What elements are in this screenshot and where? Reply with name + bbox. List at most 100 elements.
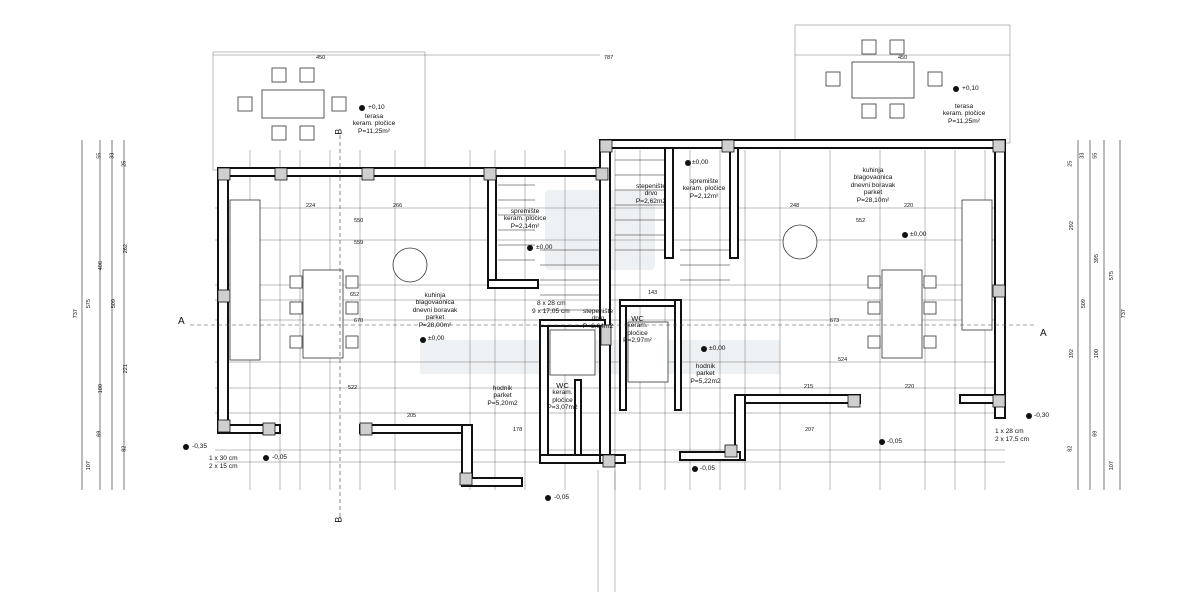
room-area: P=2,97m² bbox=[623, 337, 652, 345]
room-area: P=5,22m2 bbox=[690, 377, 721, 385]
right-dim: 100 bbox=[1093, 349, 1100, 359]
inner-dim: 559 bbox=[354, 240, 364, 246]
room-floor: keram. pločice bbox=[682, 185, 726, 193]
inner-dim: 205 bbox=[407, 413, 417, 419]
left-dim: 107 bbox=[85, 461, 92, 471]
left-dim: 262 bbox=[122, 244, 129, 254]
level-label: -0,05 bbox=[887, 438, 903, 445]
section-mark-a-left: A bbox=[178, 316, 185, 327]
room-label-hall-left: hodnik parket P=5,20m2 bbox=[480, 385, 525, 407]
inner-dim: 207 bbox=[805, 427, 815, 433]
room-floor-2: pločice bbox=[552, 396, 573, 404]
inner-dim: 220 bbox=[905, 384, 915, 390]
room-name: hodnik bbox=[492, 385, 513, 392]
right-dim: 509 bbox=[1080, 299, 1087, 309]
left-dim: 406 bbox=[97, 261, 104, 271]
room-name: terasa bbox=[954, 103, 974, 110]
level-label: ±0,00 bbox=[536, 244, 553, 251]
room-name: WC bbox=[631, 314, 644, 323]
inner-dim: 524 bbox=[838, 357, 848, 363]
room-area: P=2,14m² bbox=[510, 222, 540, 230]
dimension-chain-left bbox=[81, 140, 125, 490]
room-name: kuhinja bbox=[862, 167, 884, 174]
room-area: P=5,20m2 bbox=[487, 399, 518, 407]
room-area: P=11,25m² bbox=[948, 117, 980, 125]
level-label: ±0,00 bbox=[709, 345, 726, 352]
section-lines bbox=[190, 135, 1035, 592]
room-name: stepenište bbox=[582, 308, 614, 315]
stair-note: 2 x 17,5 cm bbox=[995, 436, 1030, 443]
room-name: stepenište bbox=[635, 183, 667, 190]
room-floor: parket bbox=[696, 370, 715, 378]
stair-note: 1 x 28 cm bbox=[995, 428, 1024, 435]
inner-dim: 178 bbox=[513, 427, 523, 433]
inner-dim: 550 bbox=[354, 218, 364, 224]
dimension-chain-right bbox=[1077, 140, 1121, 490]
room-floor: drvo bbox=[591, 315, 605, 323]
right-dim: 737 bbox=[1120, 309, 1127, 319]
room-area: P=2,64m2 bbox=[582, 322, 614, 330]
level-label: -0,05 bbox=[554, 494, 570, 501]
room-area: P=28,00m² bbox=[418, 321, 452, 329]
room-label-wc-left: WC keram. pločice P=3,07m2 bbox=[540, 382, 585, 412]
furniture bbox=[229, 39, 993, 383]
level-label: ±0,00 bbox=[910, 231, 927, 238]
columns bbox=[217, 139, 1006, 486]
section-mark-a-right: A bbox=[1040, 328, 1047, 339]
room-floor: keram. pločice bbox=[503, 215, 547, 223]
inner-dim: 552 bbox=[856, 218, 866, 224]
left-dim: 100 bbox=[97, 384, 104, 394]
right-dim: 69 bbox=[1092, 430, 1099, 437]
room-label-hall-right: hodnik parket P=5,22m2 bbox=[683, 363, 728, 385]
right-dim: 575 bbox=[1108, 271, 1115, 281]
room-label-stairs-right: stepenište drvo P=2,62m2 bbox=[626, 183, 676, 205]
right-dim: 292 bbox=[1068, 221, 1075, 231]
right-dim: 55 bbox=[1092, 152, 1099, 159]
level-label: ±0,00 bbox=[428, 335, 445, 342]
right-dim: 25 bbox=[1067, 160, 1074, 167]
right-dim: 395 bbox=[1093, 254, 1100, 264]
room-label-storage-left: spremište keram. pločice P=2,14m² bbox=[500, 208, 550, 230]
room-name: spremište bbox=[689, 178, 719, 185]
inner-dim: 670 bbox=[354, 318, 364, 324]
inner-dim: 224 bbox=[306, 203, 316, 209]
left-dim: 575 bbox=[85, 299, 92, 309]
inner-dim: 673 bbox=[830, 318, 840, 324]
room-floor: keram. bbox=[627, 322, 648, 330]
left-dim: 737 bbox=[72, 309, 79, 319]
left-dim: 55 bbox=[96, 152, 103, 159]
room-name-2: blagovaonica bbox=[853, 174, 893, 182]
left-dim: 69 bbox=[96, 430, 103, 437]
stair-note: 9 x 17,05 cm bbox=[532, 308, 570, 315]
inner-dim: 652 bbox=[350, 292, 360, 298]
top-dim: 450 bbox=[316, 55, 326, 61]
room-area: P=2,12m² bbox=[689, 192, 719, 200]
room-label-living-left: kuhinja blagovaonica dnevni boravak park… bbox=[400, 292, 470, 329]
room-label-living-right: kuhinja blagovaonica dnevni boravak park… bbox=[838, 167, 908, 204]
room-name-3: dnevni boravak bbox=[850, 181, 896, 189]
stair-note: 8 x 28 cm bbox=[537, 300, 566, 307]
top-dim: 787 bbox=[604, 55, 614, 61]
room-area: P=11,25m² bbox=[358, 127, 390, 135]
left-dim: 82 bbox=[121, 445, 128, 452]
level-label: +0,10 bbox=[368, 104, 385, 111]
section-mark-b-bottom: B bbox=[333, 516, 344, 523]
stairs bbox=[498, 159, 730, 311]
room-floor: drvo bbox=[644, 190, 658, 198]
inner-dim: 522 bbox=[348, 385, 358, 391]
right-dim: 33 bbox=[1079, 152, 1086, 159]
level-label: -0,05 bbox=[700, 465, 716, 472]
room-label-wc-right: WC keram. pločice P=2,97m² bbox=[615, 315, 660, 345]
level-label: ±0,00 bbox=[692, 159, 709, 166]
left-dim: 221 bbox=[122, 364, 129, 374]
top-dim: 450 bbox=[898, 55, 908, 61]
level-label: -0,05 bbox=[272, 454, 288, 461]
room-name-3: dnevni boravak bbox=[412, 306, 458, 314]
room-area: P=28,10m² bbox=[856, 196, 890, 204]
section-mark-b-top: B bbox=[333, 128, 344, 135]
room-label-storage-right: spremište keram. pločice P=2,12m² bbox=[679, 178, 729, 200]
room-label-stairs-left: stepenište drvo P=2,64m2 bbox=[573, 308, 623, 330]
right-dim: 107 bbox=[1108, 461, 1115, 471]
